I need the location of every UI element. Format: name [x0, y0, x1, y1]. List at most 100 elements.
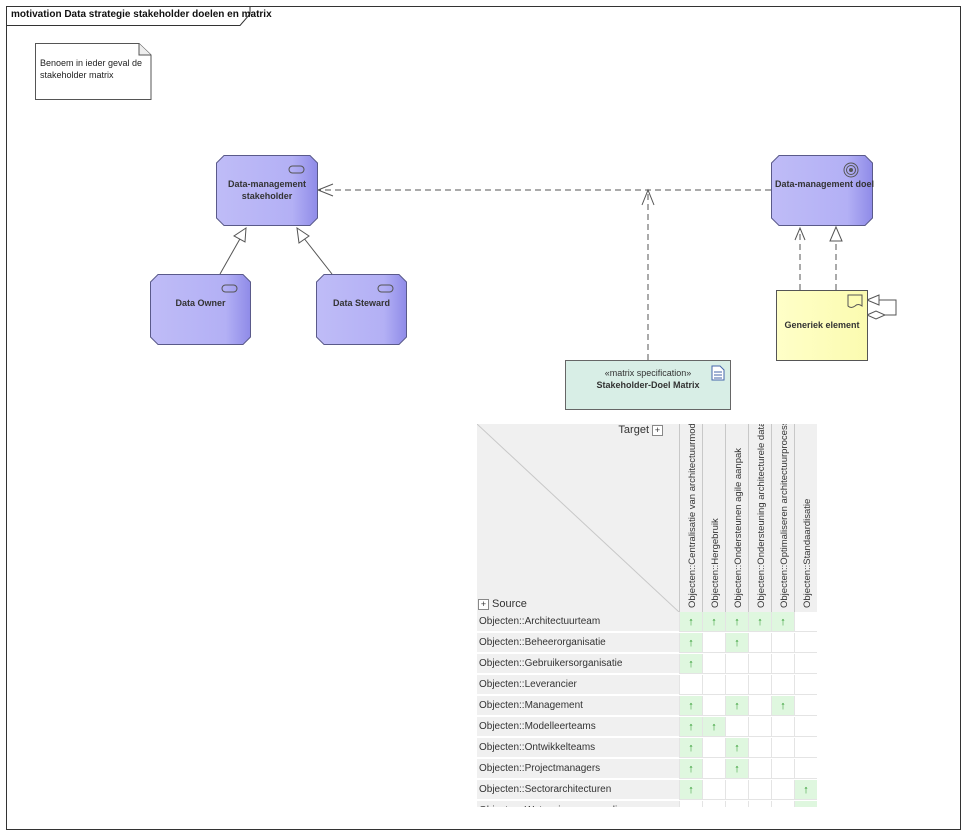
matrix-cell-related[interactable]: ↑ — [702, 717, 725, 737]
matrix-cell-related[interactable]: ↑ — [725, 633, 748, 653]
matrix-row-label[interactable]: Objecten::Architectuurteam — [477, 612, 679, 632]
matrix-cell[interactable] — [794, 633, 817, 653]
matrix-cell-related[interactable]: ↑ — [702, 612, 725, 632]
matrix-cell[interactable] — [748, 801, 771, 807]
element-data-owner[interactable]: Data Owner — [150, 274, 251, 345]
matrix-cell[interactable] — [794, 675, 817, 695]
matrix-cell[interactable] — [771, 717, 794, 737]
matrix-cell[interactable] — [679, 675, 702, 695]
relationship-matrix[interactable]: Target + + Source Objecten::Centralisati… — [477, 424, 819, 807]
matrix-row-label[interactable]: Objecten::Leverancier — [477, 675, 679, 695]
stakeholder-icon — [288, 165, 305, 174]
matrix-cell-related[interactable]: ↑ — [771, 612, 794, 632]
matrix-cell[interactable] — [794, 612, 817, 632]
matrix-row-label[interactable]: Objecten::Projectmanagers — [477, 759, 679, 779]
matrix-row: Objecten::Gebruikersorganisatie↑ — [477, 654, 819, 675]
matrix-cell[interactable] — [771, 780, 794, 800]
matrix-cell[interactable] — [771, 654, 794, 674]
document-icon — [711, 365, 725, 381]
matrix-column-header[interactable]: Objecten::Centralisatie van architectuur… — [679, 424, 702, 612]
element-data-management-stakeholder[interactable]: Data-management stakeholder — [216, 155, 318, 226]
matrix-cell[interactable] — [702, 780, 725, 800]
element-matrix-specification[interactable]: «matrix specification» Stakeholder-Doel … — [565, 360, 731, 410]
matrix-spec-name: Stakeholder-Doel Matrix — [596, 380, 700, 390]
matrix-cell[interactable] — [748, 675, 771, 695]
matrix-row-label[interactable]: Objecten::Modelleerteams — [477, 717, 679, 737]
matrix-cell-related[interactable]: ↑ — [748, 612, 771, 632]
matrix-cell[interactable] — [679, 801, 702, 807]
matrix-cell-related[interactable]: ↑ — [679, 780, 702, 800]
matrix-cell[interactable] — [748, 738, 771, 758]
stakeholder-icon — [377, 284, 394, 293]
matrix-row-label[interactable]: Objecten::Wetgeving en compliancy — [477, 801, 679, 807]
matrix-cell-related[interactable]: ↑ — [679, 759, 702, 779]
matrix-cell[interactable] — [748, 696, 771, 716]
matrix-cell[interactable] — [771, 675, 794, 695]
matrix-cell-related[interactable]: ↑ — [794, 780, 817, 800]
source-expand-button[interactable]: + — [478, 599, 489, 610]
generalization-owner — [219, 236, 242, 275]
self-association — [878, 299, 897, 316]
matrix-column-header[interactable]: Objecten::Ondersteunen agile aanpak — [725, 424, 748, 612]
matrix-cell[interactable] — [771, 759, 794, 779]
matrix-cell[interactable] — [748, 633, 771, 653]
matrix-cell[interactable] — [725, 717, 748, 737]
matrix-cell-related[interactable]: ↑ — [679, 717, 702, 737]
matrix-cell[interactable] — [725, 780, 748, 800]
matrix-row-label[interactable]: Objecten::Gebruikersorganisatie — [477, 654, 679, 674]
matrix-cell-related[interactable]: ↑ — [725, 759, 748, 779]
arrowhead-stakeholder — [316, 183, 334, 197]
matrix-cell-related[interactable]: ↑ — [725, 738, 748, 758]
matrix-cell[interactable] — [794, 717, 817, 737]
matrix-cell[interactable] — [748, 717, 771, 737]
matrix-column-label: Objecten::Hergebruik — [710, 518, 721, 608]
matrix-cell[interactable] — [794, 654, 817, 674]
matrix-cell[interactable] — [794, 696, 817, 716]
matrix-cell[interactable] — [702, 654, 725, 674]
matrix-cell[interactable] — [725, 654, 748, 674]
matrix-cell[interactable] — [771, 801, 794, 807]
matrix-row-label[interactable]: Objecten::Beheerorganisatie — [477, 633, 679, 653]
matrix-column-header[interactable]: Objecten::Hergebruik — [702, 424, 725, 612]
matrix-cell-related[interactable]: ↑ — [679, 633, 702, 653]
matrix-cell[interactable] — [702, 675, 725, 695]
matrix-column-header[interactable]: Objecten::Standaardisatie — [794, 424, 817, 612]
matrix-cell[interactable] — [748, 780, 771, 800]
note[interactable]: Benoem in ieder geval de stakeholder mat… — [35, 43, 152, 100]
matrix-row-label[interactable]: Objecten::Sectorarchitecturen — [477, 780, 679, 800]
matrix-row-label[interactable]: Objecten::Management — [477, 696, 679, 716]
matrix-cell[interactable] — [794, 738, 817, 758]
element-label: «matrix specification» Stakeholder-Doel … — [565, 367, 731, 391]
matrix-row: Objecten::Management↑↑↑ — [477, 696, 819, 717]
matrix-cell[interactable] — [702, 759, 725, 779]
arrowhead-generic-goal — [794, 226, 806, 241]
matrix-cell[interactable] — [702, 738, 725, 758]
matrix-row-label[interactable]: Objecten::Ontwikkelteams — [477, 738, 679, 758]
matrix-cell[interactable] — [748, 654, 771, 674]
matrix-cell-related[interactable]: ↑ — [679, 654, 702, 674]
matrix-cell[interactable] — [794, 759, 817, 779]
matrix-cell[interactable] — [702, 696, 725, 716]
matrix-cell-related[interactable]: ↑ — [679, 738, 702, 758]
matrix-cell-related[interactable]: ↑ — [725, 612, 748, 632]
matrix-row: Objecten::Modelleerteams↑↑ — [477, 717, 819, 738]
matrix-cell[interactable] — [725, 675, 748, 695]
matrix-column-header[interactable]: Objecten::Ondersteuning architecturele d… — [748, 424, 771, 612]
matrix-cell[interactable] — [702, 801, 725, 807]
matrix-column-header[interactable]: Objecten::Optimaliseren architectuurproc… — [771, 424, 794, 612]
element-data-management-doel[interactable]: Data-management doel — [771, 155, 874, 226]
matrix-cell[interactable] — [748, 759, 771, 779]
matrix-cell[interactable] — [725, 801, 748, 807]
matrix-cell[interactable] — [771, 738, 794, 758]
matrix-cell[interactable] — [702, 633, 725, 653]
element-data-steward[interactable]: Data Steward — [316, 274, 407, 345]
stakeholder-icon — [221, 284, 238, 293]
matrix-cell-related[interactable]: ↑ — [771, 696, 794, 716]
target-expand-button[interactable]: + — [652, 425, 663, 436]
matrix-cell-related[interactable]: ↑ — [679, 696, 702, 716]
element-generiek-element[interactable]: Generiek element — [776, 290, 868, 361]
matrix-cell-related[interactable]: ↑ — [794, 801, 817, 807]
matrix-cell-related[interactable]: ↑ — [725, 696, 748, 716]
matrix-cell[interactable] — [771, 633, 794, 653]
matrix-cell-related[interactable]: ↑ — [679, 612, 702, 632]
